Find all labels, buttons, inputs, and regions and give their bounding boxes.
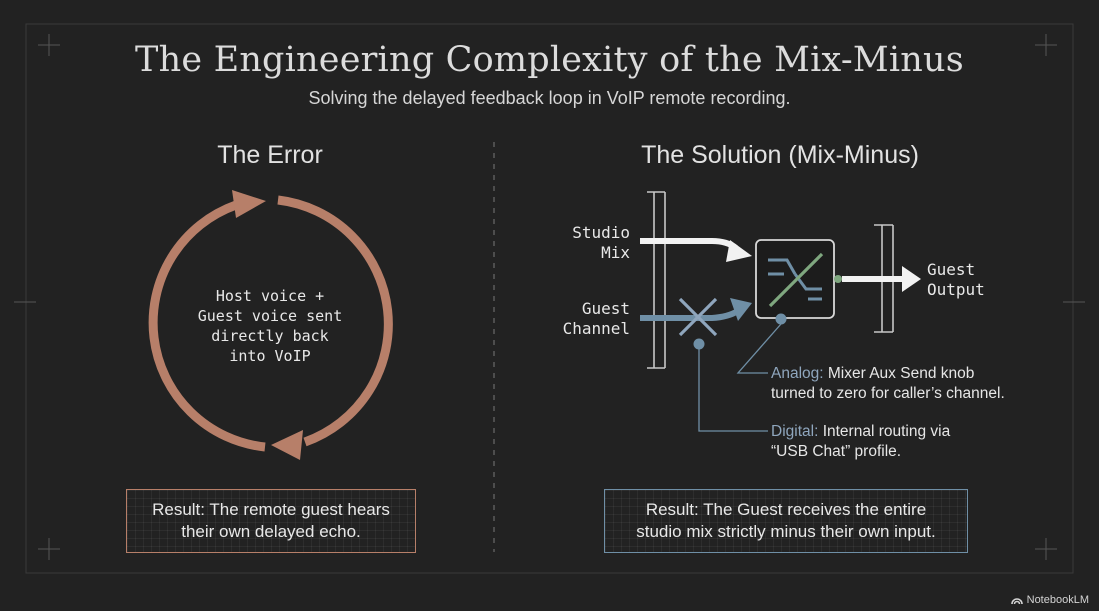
guest-channel-arrowhead xyxy=(730,298,752,321)
analog-note: Analog: Mixer Aux Send knob turned to ze… xyxy=(771,364,1071,404)
solution-heading: The Solution (Mix-Minus) xyxy=(641,141,919,169)
guest-output-label-line: Guest xyxy=(927,260,976,279)
studio-mix-label-line: Mix xyxy=(601,243,630,262)
loop-arc-left xyxy=(148,200,266,452)
loop-description: Host voice + Guest voice sent directly b… xyxy=(175,286,365,366)
digital-tag: Digital: xyxy=(771,423,819,440)
digital-callout-line xyxy=(698,349,768,432)
loop-line: Host voice + xyxy=(215,287,325,305)
brand-name: NotebookLM xyxy=(1026,594,1089,606)
page-title: The Engineering Complexity of the Mix-Mi… xyxy=(135,40,964,80)
error-result-line: Result: The remote guest hears xyxy=(152,500,390,519)
guest-channel-label-line: Channel xyxy=(562,319,630,338)
loop-line: directly back xyxy=(211,327,329,345)
guest-output-arrowhead xyxy=(902,266,921,292)
digital-note-line2: “USB Chat” profile. xyxy=(771,443,902,460)
studio-mix-label: Studio Mix xyxy=(540,223,630,263)
loop-arc-right xyxy=(277,195,393,447)
digital-note-line1: Internal routing via xyxy=(818,423,951,440)
loop-arrowhead-top xyxy=(232,190,266,218)
analog-callout-line xyxy=(736,323,782,374)
loop-line: Guest voice sent xyxy=(197,307,343,325)
block-cross-icon xyxy=(678,297,718,337)
feedback-loop-arrows xyxy=(148,195,393,452)
analog-note-line1: Mixer Aux Send knob xyxy=(823,365,975,382)
analog-tag: Analog: xyxy=(771,365,824,382)
error-result-box: Result: The remote guest hears their own… xyxy=(126,489,416,553)
digital-note: Digital: Internal routing via “USB Chat”… xyxy=(771,422,1071,462)
analog-callout-dot xyxy=(775,313,787,325)
digital-callout-dot xyxy=(693,338,705,350)
notebooklm-logo-icon xyxy=(1010,598,1023,605)
loop-line: into VoIP xyxy=(229,347,311,365)
guest-channel-label: Guest Channel xyxy=(540,299,630,339)
analog-note-line2: turned to zero for caller’s channel. xyxy=(771,385,1005,402)
solution-result-box: Result: The Guest receives the entire st… xyxy=(604,489,968,553)
solution-result-line: Result: The Guest receives the entire xyxy=(645,500,927,519)
page-subtitle: Solving the delayed feedback loop in VoI… xyxy=(308,88,791,108)
slide-frame xyxy=(25,23,1074,574)
brand-watermark: NotebookLM xyxy=(1010,594,1089,606)
error-heading: The Error xyxy=(217,141,323,169)
studio-mix-label-line: Studio xyxy=(572,223,630,242)
output-node xyxy=(834,275,842,283)
studio-mix-arrowhead xyxy=(726,240,752,262)
guest-channel-label-line: Guest xyxy=(581,299,630,318)
input-bus-bracket xyxy=(647,191,666,369)
crosshair-marks xyxy=(14,34,1085,560)
error-result-line: their own delayed echo. xyxy=(181,522,361,541)
loop-arrowhead-bottom xyxy=(271,430,303,460)
mixer-switch-icon xyxy=(768,252,824,308)
solution-result-line: studio mix strictly minus their own inpu… xyxy=(636,522,936,541)
guest-output-label-line: Output xyxy=(927,280,985,299)
guest-output-label: Guest Output xyxy=(927,260,1017,300)
